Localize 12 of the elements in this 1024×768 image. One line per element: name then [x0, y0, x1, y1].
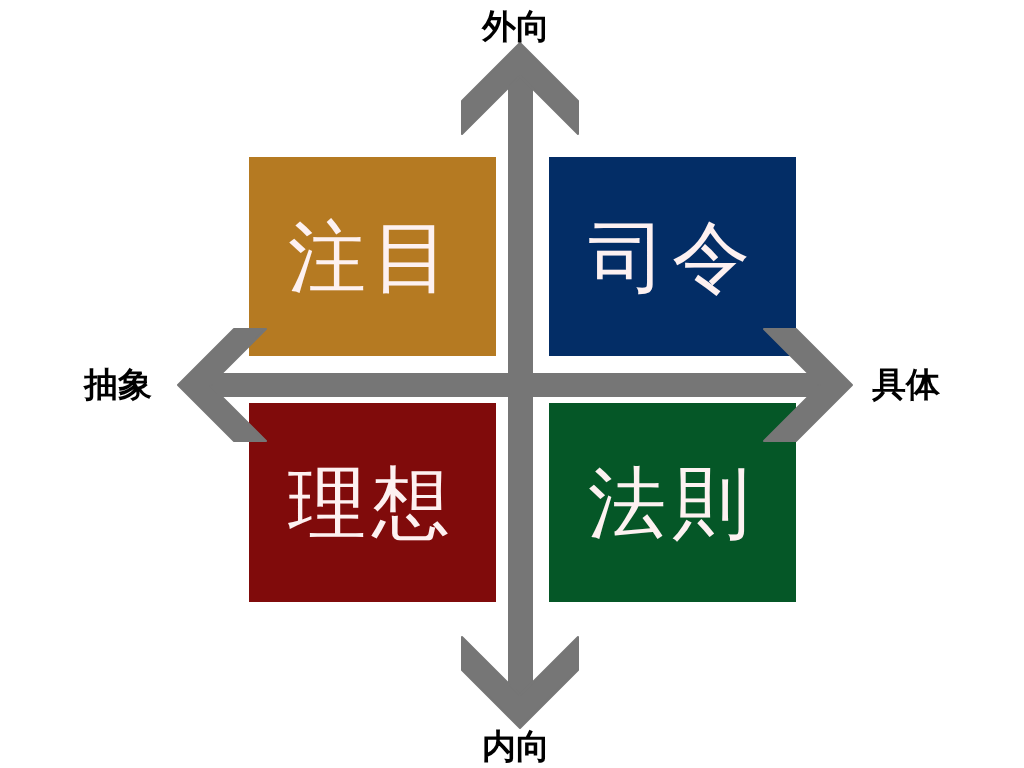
quadrant-label: 法則 [588, 463, 757, 542]
quadrant-label: 注目 [288, 217, 457, 296]
axis-label: 内向 [482, 729, 550, 763]
quadrant-box [249, 403, 496, 602]
axis-label: 具体 [872, 367, 940, 401]
axis-label: 抽象 [84, 367, 152, 401]
quadrant-label: 理想 [288, 463, 457, 542]
quadrant-box [549, 157, 796, 356]
quadrant-label: 司令 [588, 217, 757, 296]
axis-label: 外向 [482, 9, 550, 43]
quadrant-box [549, 403, 796, 602]
quadrant-box [249, 157, 496, 356]
